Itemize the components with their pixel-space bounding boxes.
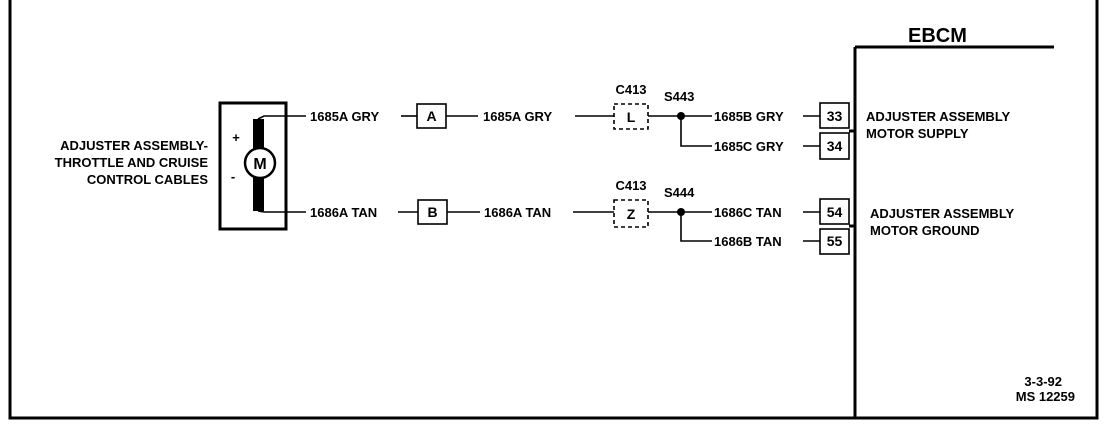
supply-inline-connector: A: [426, 108, 436, 124]
ground-pin-54: 54: [827, 204, 843, 220]
supply-connector-box: [613, 103, 649, 130]
ground-connector-name: C413: [615, 178, 646, 193]
supply-pin-33: 33: [827, 108, 843, 124]
ground-branch1-wire-label: 1686C TAN: [714, 205, 782, 220]
ground-connector-box: [613, 199, 649, 228]
supply-connector-name: C413: [615, 82, 646, 97]
motor-symbol: M: [253, 156, 266, 173]
device-label-line2: THROTTLE AND CRUISE: [55, 155, 209, 170]
supply-wire-motor-side: 1685A GRY: [310, 109, 379, 124]
supply-branch2-wire: [680, 116, 712, 147]
supply-function-line2: MOTOR SUPPLY: [866, 126, 969, 141]
motor-symbol-circle: [243, 146, 277, 180]
supply-branch2-wire-label: 1685C GRY: [714, 139, 784, 154]
supply-branch1-wire-label: 1685B GRY: [714, 109, 784, 124]
ground-pin-55-box: [819, 228, 850, 255]
supply-splice: S443: [664, 89, 694, 104]
supply-inline-connector-box: [416, 103, 447, 129]
ground-branch2-wire-label: 1686B TAN: [714, 234, 782, 249]
supply-pin-34: 34: [827, 138, 843, 154]
ground-branch2-wire: [680, 212, 712, 242]
supply-connector-pin: L: [627, 109, 636, 125]
motor-supply-lead: [257, 115, 306, 120]
device-label-line3: CONTROL CABLES: [87, 172, 208, 187]
supply-function-line1: ADJUSTER ASSEMBLY: [866, 109, 1011, 124]
motor-minus-sign: -: [231, 169, 235, 184]
supply-pin-33-box: [819, 102, 850, 129]
device-label-line1: ADJUSTER ASSEMBLY-: [60, 138, 208, 153]
ground-pin-54-box: [819, 198, 850, 225]
ground-function-line2: MOTOR GROUND: [870, 223, 980, 238]
ground-wire-motor-side: 1686A TAN: [310, 205, 377, 220]
ground-inline-connector: B: [427, 204, 437, 220]
module-name: EBCM: [908, 25, 967, 47]
supply-pin-34-box: [819, 132, 850, 160]
footer-code: MS 12259: [1016, 389, 1075, 404]
footer-date: 3-3-92: [1024, 374, 1062, 389]
ground-splice: S444: [664, 185, 695, 200]
supply-wire-mid: 1685A GRY: [483, 109, 552, 124]
motor-ground-lead: [257, 210, 306, 213]
motor-plus-sign: +: [232, 130, 240, 145]
ground-connector-pin: Z: [627, 206, 636, 222]
ground-wire-mid: 1686A TAN: [484, 205, 551, 220]
diagram-frame: [8, 0, 1099, 420]
ground-function-line1: ADJUSTER ASSEMBLY: [870, 206, 1015, 221]
ground-pin-55: 55: [827, 233, 843, 249]
